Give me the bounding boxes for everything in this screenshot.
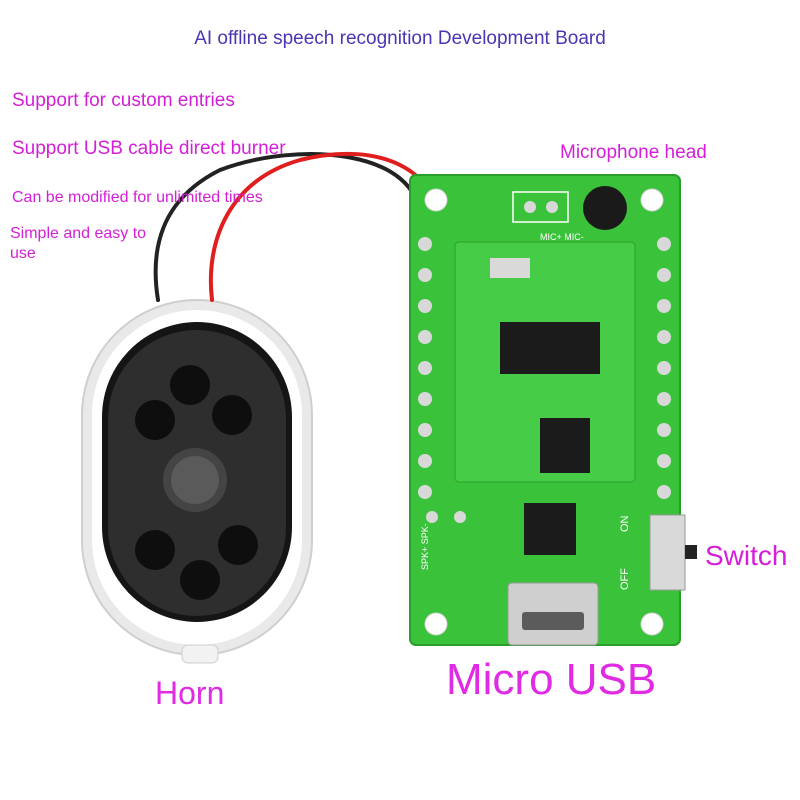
feature-custom-entries: Support for custom entries [12,90,235,111]
off-marking: OFF [619,568,631,590]
page-title: AI offline speech recognition Developmen… [194,28,606,49]
microphone-label: Microphone head [560,142,707,163]
feature-easy-to-use: Simple and easy to use [10,225,147,262]
microphone-head [583,186,627,230]
micro-usb-label: Micro USB [446,655,657,704]
power-switch [649,514,686,591]
on-marking: ON [619,515,631,532]
spk-marking: SPK+ SPK- [420,523,430,570]
feature-unlimited-modify: Can be modified for unlimited times [12,189,263,206]
switch-label: Switch [705,540,788,571]
mic-marking: MIC+ MIC- [540,232,584,242]
pcb-board [409,174,697,646]
horn-label: Horn [155,675,225,711]
speaker-horn [81,299,313,664]
feature-usb-burner: Support USB cable direct burner [12,138,286,159]
